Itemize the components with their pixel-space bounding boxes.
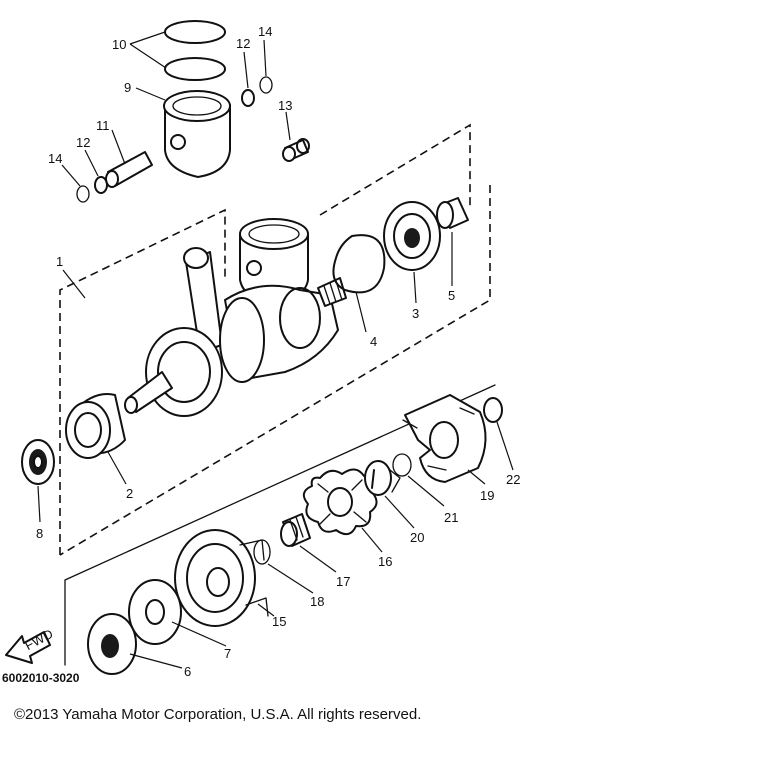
coupling-half — [402, 394, 487, 483]
piston — [163, 90, 231, 178]
washer-12-left — [94, 176, 108, 194]
bushing — [280, 513, 311, 547]
callout-3: 3 — [412, 306, 419, 321]
callout-16: 16 — [378, 554, 392, 569]
end-cap — [364, 460, 401, 496]
clip-14-left — [76, 185, 90, 203]
callout-9: 9 — [124, 80, 131, 95]
callout-7: 7 — [224, 646, 231, 661]
callout-10: 10 — [112, 37, 126, 52]
drawing-part-code: 6002010-3020 — [2, 671, 80, 685]
circlip — [332, 234, 386, 294]
clip-14-right — [259, 76, 273, 94]
callout-14-left: 14 — [48, 151, 62, 166]
spacer-plate — [128, 579, 182, 645]
callout-11: 11 — [96, 118, 110, 133]
bearing-right — [383, 201, 441, 271]
oil-seal-right — [436, 197, 469, 229]
callout-15: 15 — [272, 614, 286, 629]
leader-lines — [37, 31, 514, 669]
callout-19: 19 — [480, 488, 494, 503]
callout-6: 6 — [184, 664, 191, 679]
callout-21: 21 — [444, 510, 458, 525]
o-ring-21 — [392, 453, 412, 477]
callout-8: 8 — [36, 526, 43, 541]
callout-12-left: 12 — [76, 135, 90, 150]
rubber-damper — [302, 468, 378, 536]
o-ring-18 — [253, 539, 271, 565]
bearing-left — [65, 393, 126, 459]
piston-rings — [164, 20, 226, 81]
coupling-housing — [174, 529, 269, 627]
needle-bearing — [282, 138, 310, 162]
copyright-notice: ©2013 Yamaha Motor Corporation, U.S.A. A… — [14, 706, 422, 723]
forward-arrow-icon: FWD — [5, 626, 55, 664]
callout-5: 5 — [448, 288, 455, 303]
assembly-boundary-upper — [59, 123, 491, 556]
callout-22: 22 — [506, 472, 520, 487]
callout-2: 2 — [126, 486, 133, 501]
callout-4: 4 — [370, 334, 377, 349]
washer-22 — [483, 397, 503, 423]
callout-13: 13 — [278, 98, 292, 113]
piston-pin — [105, 151, 153, 188]
crankshaft-assembly — [124, 218, 347, 417]
callout-20: 20 — [410, 530, 424, 545]
oil-seal-left — [21, 439, 55, 485]
collar-plate — [87, 613, 137, 675]
callout-18: 18 — [310, 594, 324, 609]
callout-17: 17 — [336, 574, 350, 589]
callout-1: 1 — [56, 254, 63, 269]
callout-labels: 10 9 12 14 11 12 14 13 1 4 3 5 2 8 15 7 … — [36, 24, 520, 679]
callout-14-right: 14 — [258, 24, 272, 39]
callout-12-right: 12 — [236, 36, 250, 51]
washer-12-right — [241, 89, 255, 107]
